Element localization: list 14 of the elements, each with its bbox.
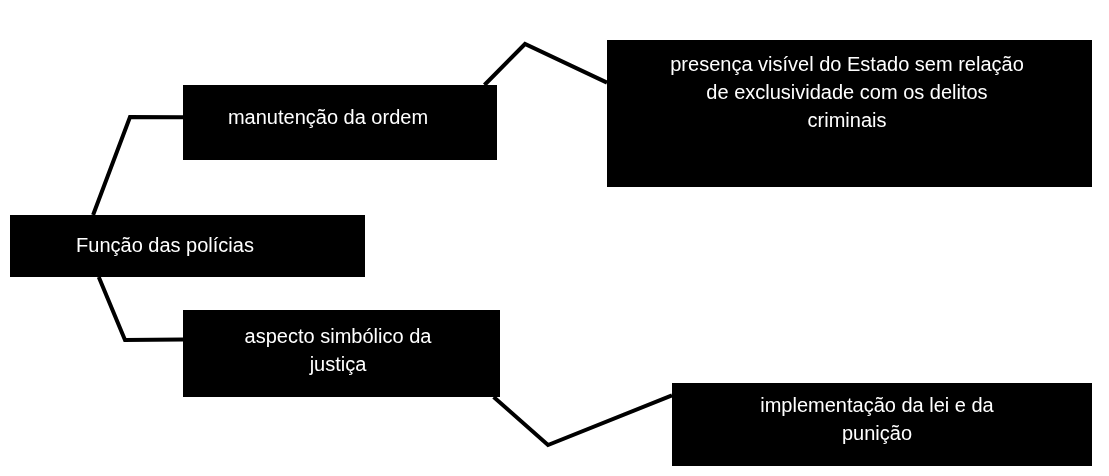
box-label: manutenção da ordem bbox=[226, 105, 430, 130]
box-label: implementação da lei e da punição bbox=[759, 393, 995, 446]
connector-line bbox=[96, 276, 183, 342]
box-label: Função das polícias bbox=[75, 233, 255, 258]
text-box bbox=[10, 215, 365, 277]
box-label: aspecto simbólico da justiça bbox=[243, 324, 433, 377]
text-box bbox=[607, 40, 1092, 187]
connector-line bbox=[483, 41, 608, 87]
text-box bbox=[183, 85, 497, 160]
connector-line bbox=[91, 115, 183, 216]
text-box bbox=[672, 383, 1092, 466]
text-box bbox=[183, 310, 500, 397]
connector-line bbox=[492, 393, 673, 448]
box-label: presença visível do Estado sem relação de exclusividade com os delitos criminais bbox=[669, 52, 1025, 133]
